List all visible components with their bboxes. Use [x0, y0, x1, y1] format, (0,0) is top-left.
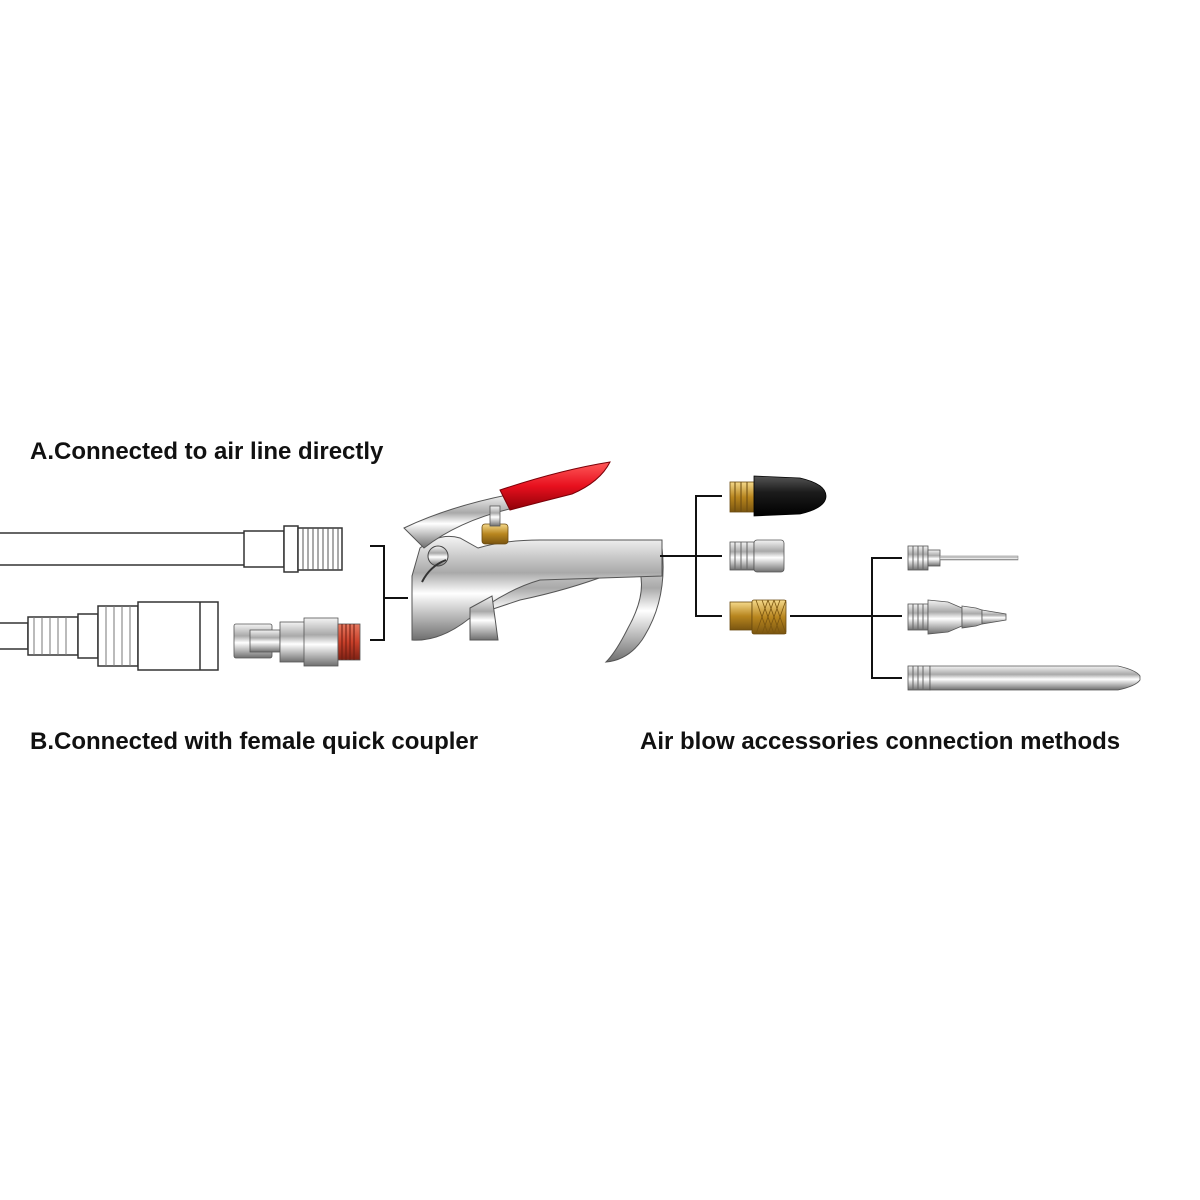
- blow-gun: [403, 461, 696, 663]
- caption-direct-connection: A.Connected to air line directly: [30, 438, 384, 465]
- male-plug: [233, 617, 361, 667]
- inlet-connector-bracket: [370, 545, 408, 641]
- gun-brass-valve: [481, 523, 509, 545]
- chrome-adapter: [729, 539, 785, 573]
- air-line-pipe: [0, 525, 343, 573]
- accessory-connector-lines: [695, 495, 902, 679]
- rubber-tip-nozzle: [729, 475, 827, 517]
- caption-quick-coupler-connection: B.Connected with female quick coupler: [30, 728, 479, 755]
- female-quick-coupler: [0, 601, 219, 671]
- brass-adapter: [729, 599, 787, 635]
- needle-nozzle: [907, 545, 1019, 571]
- gun-air-inlet: [469, 595, 499, 641]
- tapered-nozzle: [907, 599, 1007, 635]
- gun-red-lever: [499, 461, 611, 511]
- caption-accessories-connection: Air blow accessories connection methods: [640, 728, 1121, 755]
- extension-tube: [907, 665, 1141, 691]
